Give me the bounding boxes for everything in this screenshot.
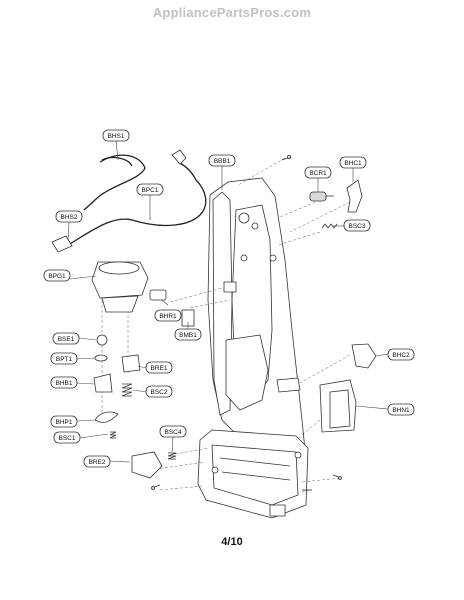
svg-text:BPG1: BPG1 bbox=[48, 273, 66, 280]
svg-text:BCR1: BCR1 bbox=[309, 170, 327, 177]
svg-text:BHC1: BHC1 bbox=[344, 160, 362, 167]
hose-wire-parts bbox=[51, 149, 207, 253]
svg-text:BBB1: BBB1 bbox=[214, 158, 231, 165]
svg-text:BHC2: BHC2 bbox=[392, 352, 410, 359]
svg-text:BHR1: BHR1 bbox=[159, 313, 177, 320]
handle-clip-parts bbox=[309, 179, 363, 229]
svg-text:BMB1: BMB1 bbox=[179, 332, 197, 339]
svg-text:BHS1: BHS1 bbox=[108, 133, 125, 140]
svg-text:BPT1: BPT1 bbox=[56, 356, 73, 363]
svg-text:BPC1: BPC1 bbox=[142, 187, 159, 194]
callout-bpt1: BPT1 bbox=[50, 352, 78, 365]
callout-bhc1: BHC1 bbox=[339, 156, 367, 169]
callout-bsc3: BSC3 bbox=[343, 219, 371, 232]
assembly-guide-lines bbox=[101, 157, 351, 493]
watermark-text: AppliancePartsPros.com bbox=[152, 5, 312, 20]
callout-bhr1: BHR1 bbox=[154, 309, 182, 322]
callout-bhc2: BHC2 bbox=[387, 348, 415, 361]
main-body-part bbox=[207, 177, 306, 471]
lower-base-part bbox=[197, 429, 309, 519]
callout-bsc4: BSC4 bbox=[159, 425, 187, 438]
svg-text:BSC1: BSC1 bbox=[59, 435, 76, 442]
callout-bhp1: BHP1 bbox=[50, 415, 78, 428]
callout-bre1: BRE1 bbox=[145, 361, 173, 374]
svg-text:BRE1: BRE1 bbox=[151, 365, 168, 372]
page-number: 4/10 bbox=[221, 536, 243, 548]
leader-lines bbox=[67, 140, 389, 463]
svg-text:BSC3: BSC3 bbox=[349, 223, 366, 230]
svg-text:BHN1: BHN1 bbox=[392, 407, 410, 414]
callout-bpg1: BPG1 bbox=[43, 269, 71, 282]
callout-bhs2: BHS2 bbox=[55, 210, 83, 223]
svg-text:BSE1: BSE1 bbox=[58, 336, 75, 343]
callout-bhb1: BHB1 bbox=[50, 376, 78, 389]
handle-parts-right bbox=[319, 343, 377, 433]
callout-bhs1: BHS1 bbox=[102, 129, 130, 142]
svg-text:BSC2: BSC2 bbox=[151, 389, 168, 396]
callout-bre2: BRE2 bbox=[83, 455, 111, 468]
callout-bsc1: BSC1 bbox=[53, 431, 81, 444]
callout-bbb1: BBB1 bbox=[208, 154, 236, 167]
callout-bcr1: BCR1 bbox=[304, 166, 332, 179]
callout-bmb1: BMB1 bbox=[174, 328, 202, 341]
callout-bse1: BSE1 bbox=[52, 332, 80, 345]
callout-bsc2: BSC2 bbox=[145, 385, 173, 398]
callout-bhn1: BHN1 bbox=[387, 403, 415, 416]
svg-text:BRE2: BRE2 bbox=[89, 459, 106, 466]
svg-text:BHP1: BHP1 bbox=[56, 419, 73, 426]
svg-text:BSC4: BSC4 bbox=[165, 429, 182, 436]
svg-text:BHB1: BHB1 bbox=[56, 380, 73, 387]
callout-bpc1: BPC1 bbox=[136, 183, 164, 196]
svg-text:BHS2: BHS2 bbox=[61, 214, 78, 221]
cyclone-assembly-parts bbox=[91, 261, 195, 479]
